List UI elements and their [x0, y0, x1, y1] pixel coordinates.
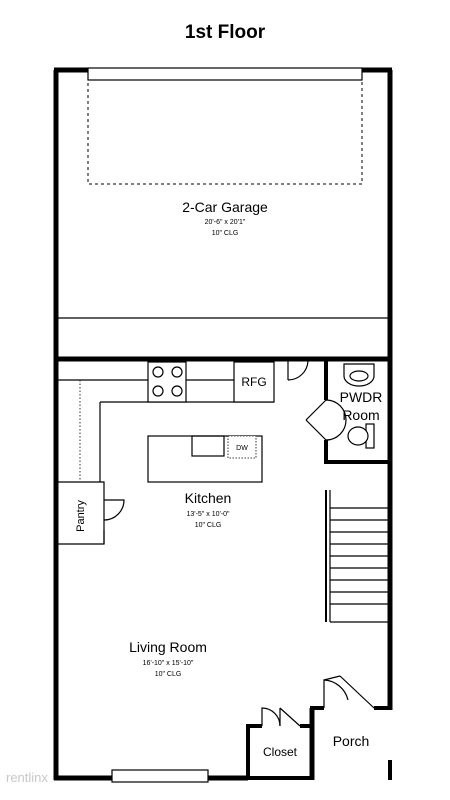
dishwasher-label: DW [236, 445, 248, 452]
closet-door [261, 707, 301, 727]
page-title: 1st Floor [185, 22, 266, 43]
refrigerator-label: RFG [241, 375, 266, 389]
house-walls [53, 360, 393, 781]
stove-icon [147, 361, 187, 403]
porch-label: Porch [333, 733, 370, 749]
staircase [325, 490, 388, 623]
watermark: rentlinx [6, 770, 48, 785]
pantry-label: Pantry [75, 500, 87, 532]
kitchen-label: Kitchen [185, 490, 232, 506]
garage-entry-door [287, 360, 309, 381]
closet-label: Closet [263, 745, 298, 759]
powder-room-walls [305, 360, 392, 464]
garage-clg: 10" CLG [212, 230, 239, 237]
garage-size: 20'-6" x 20'1" [205, 219, 246, 226]
front-window [111, 769, 209, 783]
powder-room-label-1: PWDR [340, 389, 383, 405]
living-room-size: 16'-10" x 15'-10" [143, 660, 194, 667]
dishwasher-icon [227, 435, 257, 459]
front-door [323, 675, 375, 709]
powder-room-label-2: Room [342, 407, 379, 423]
kitchen-clg: 10" CLG [195, 522, 222, 529]
living-room-label: Living Room [129, 639, 207, 655]
refrigerator-icon [233, 361, 275, 403]
living-room-clg: 10" CLG [155, 671, 182, 678]
kitchen-size: 13'-5" x 10'-0" [186, 511, 230, 518]
toilet-icon [347, 423, 375, 449]
pantry-walls [58, 499, 125, 545]
garage-area [53, 67, 393, 362]
sink-icon [343, 363, 375, 387]
garage-label: 2-Car Garage [182, 199, 268, 215]
